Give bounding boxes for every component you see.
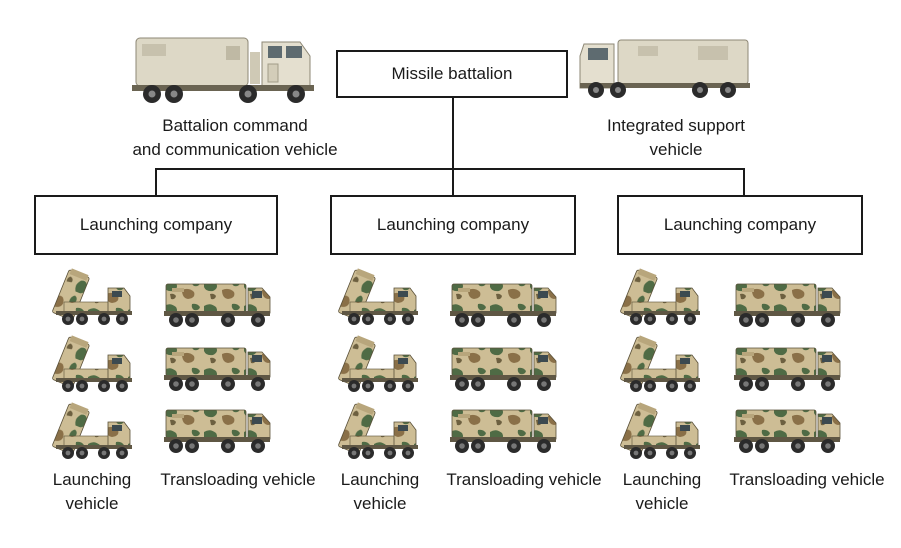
missile-launcher-truck-icon	[332, 325, 424, 395]
launching-vehicle-caption-3: Launching vehicle	[610, 468, 714, 516]
support-vehicle-line1: Integrated support	[607, 116, 745, 135]
transloading-vehicle-caption-1: Transloading vehicle	[158, 468, 318, 492]
transloading-vehicle-label: Transloading vehicle	[160, 470, 316, 489]
launching-vehicle-line1: Launching	[622, 470, 702, 489]
launching-vehicle-caption-2: Launching vehicle	[328, 468, 432, 516]
transloading-vehicle-caption-2: Transloading vehicle	[444, 468, 604, 492]
transloading-vehicle-caption-3: Transloading vehicle	[727, 468, 887, 492]
launching-vehicle-line2: vehicle	[353, 494, 407, 513]
company-bus-line	[155, 168, 745, 170]
command-vehicle-line1: Battalion command	[162, 116, 308, 135]
missile-launcher-truck-icon	[46, 258, 138, 328]
root-stem-line	[452, 97, 454, 169]
launching-company-label-3: Launching company	[663, 215, 817, 234]
company-1-drop-line	[155, 168, 157, 195]
missile-launcher-truck-icon	[614, 258, 706, 328]
missile-battalion-label: Missile battalion	[391, 64, 513, 83]
launching-company-label-2: Launching company	[376, 215, 530, 234]
launching-company-box-2: Launching company	[330, 195, 576, 255]
transloading-vehicle-label: Transloading vehicle	[446, 470, 602, 489]
command-vehicle-line2: and communication vehicle	[132, 140, 338, 159]
launching-company-box-1: Launching company	[34, 195, 278, 255]
transloader-truck-icon	[448, 278, 560, 330]
missile-battalion-box: Missile battalion	[336, 50, 568, 98]
launching-vehicle-caption-1: Launching vehicle	[40, 468, 144, 516]
company-2-drop-line	[452, 168, 454, 195]
transloader-truck-icon	[732, 404, 844, 456]
missile-launcher-truck-icon	[614, 325, 706, 395]
support-vehicle-line2: vehicle	[649, 140, 703, 159]
transloader-truck-icon	[732, 342, 844, 394]
launching-vehicle-line1: Launching	[52, 470, 132, 489]
launching-vehicle-line2: vehicle	[65, 494, 119, 513]
transloader-truck-icon	[162, 404, 274, 456]
missile-launcher-truck-icon	[46, 325, 138, 395]
launching-vehicle-line2: vehicle	[635, 494, 689, 513]
transloader-truck-icon	[162, 278, 274, 330]
missile-launcher-truck-icon	[332, 392, 424, 462]
command-truck-icon	[130, 32, 320, 104]
company-3-drop-line	[743, 168, 745, 195]
transloader-truck-icon	[448, 404, 560, 456]
support-vehicle-caption: Integrated support vehicle	[586, 114, 766, 162]
transloading-vehicle-label: Transloading vehicle	[729, 470, 885, 489]
transloader-truck-icon	[732, 278, 844, 330]
missile-launcher-truck-icon	[332, 258, 424, 328]
launching-company-label-1: Launching company	[79, 215, 233, 234]
launching-company-box-3: Launching company	[617, 195, 863, 255]
support-truck-icon	[578, 36, 754, 98]
launching-vehicle-line1: Launching	[340, 470, 420, 489]
command-vehicle-caption: Battalion command and communication vehi…	[110, 114, 360, 162]
transloader-truck-icon	[162, 342, 274, 394]
transloader-truck-icon	[448, 342, 560, 394]
missile-launcher-truck-icon	[614, 392, 706, 462]
missile-launcher-truck-icon	[46, 392, 138, 462]
